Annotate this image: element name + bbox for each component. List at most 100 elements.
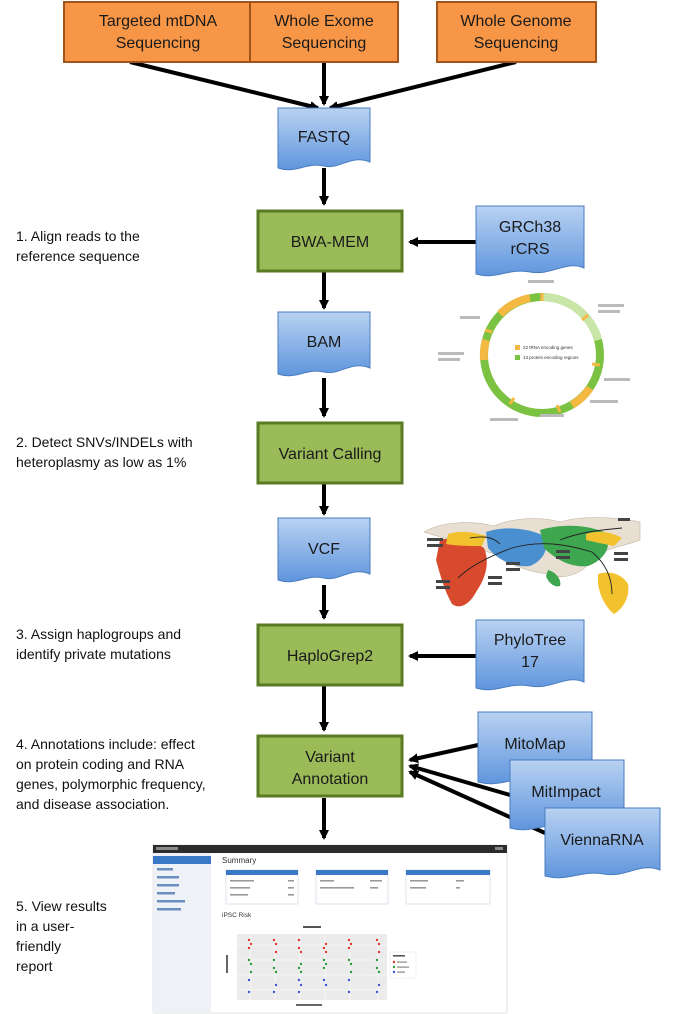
report-chart-dot <box>349 970 353 974</box>
report-chart-dot <box>274 942 278 946</box>
report-chart-dot <box>249 942 253 946</box>
report-chart-dot <box>322 946 326 950</box>
report-chart-dot <box>247 990 251 994</box>
report-chart-dot <box>299 970 303 974</box>
report-chart-dot <box>297 966 301 970</box>
file-bam-label: BAM <box>307 334 342 351</box>
report-chart-gridlines <box>237 934 387 1000</box>
report-chart-dot <box>375 966 379 970</box>
legend-protein-label: 13 protein encoding regions <box>523 355 579 360</box>
step-4-text: 4. Annotations include: effect on protei… <box>16 736 206 812</box>
report-chart-dot <box>324 950 328 954</box>
world-migration-map <box>423 517 641 614</box>
report-chart-dot <box>322 958 326 962</box>
file-documents: FASTQ BAM VCF <box>277 107 371 583</box>
report-chart-dot <box>322 966 326 970</box>
report-chart-dot <box>272 938 276 942</box>
report-summary-cards <box>225 869 491 905</box>
report-chart-points <box>247 938 381 994</box>
process-haplogrep-label: HaploGrep2 <box>287 648 373 665</box>
report-chart-dot <box>375 958 379 962</box>
report-topbar <box>153 845 507 853</box>
mito-region-labels <box>438 280 630 421</box>
report-chart-dot <box>347 946 351 950</box>
report-chart-dot <box>377 983 381 987</box>
report-chart-dot <box>299 962 303 966</box>
mito-tick-marks <box>484 293 601 413</box>
step-2-text: 2. Detect SNVs/INDELs with heteroplasmy … <box>16 434 193 470</box>
file-fastq: FASTQ <box>277 107 371 171</box>
migration-paths <box>457 527 623 595</box>
legend-rna-swatch <box>515 345 520 350</box>
report-summary-title: Summary <box>222 856 256 865</box>
report-chart-dot <box>347 958 351 962</box>
ref-viennarna-label: ViennaRNA <box>560 832 644 849</box>
report-chart-dot <box>272 966 276 970</box>
report-chart-dot <box>272 990 276 994</box>
report-chart-dot <box>324 942 328 946</box>
report-chart-dot <box>297 978 301 982</box>
report-chart-dot <box>247 978 251 982</box>
step-1-text: 1. Align reads to the reference sequence <box>16 228 140 264</box>
report-sidebar <box>153 853 211 1013</box>
report-chart-dot <box>377 942 381 946</box>
report-chart-dot <box>347 978 351 982</box>
legend-protein-swatch <box>515 355 520 360</box>
report-chart-dot <box>297 990 301 994</box>
ref-mitimpact-label: MitImpact <box>531 784 601 801</box>
report-sidebar-active <box>153 856 211 864</box>
report-chart-dot <box>377 970 381 974</box>
report-chart-dot <box>377 950 381 954</box>
report-chart-dot <box>347 990 351 994</box>
report-chart-dot <box>274 983 278 987</box>
ref-mitomap-label: MitoMap <box>504 736 565 753</box>
process-haplogrep2: HaploGrep2 <box>256 623 404 687</box>
file-vcf-label: VCF <box>308 541 340 558</box>
report-chart-dot <box>249 962 253 966</box>
report-chart-dot <box>375 938 379 942</box>
file-vcf: VCF <box>277 517 371 583</box>
step-3-text: 3. Assign haplogroups and identify priva… <box>16 626 182 662</box>
process-calling-label: Variant Calling <box>279 446 382 463</box>
report-chart-dot <box>347 938 351 942</box>
report-chart-dot <box>272 958 276 962</box>
report-chart-dot <box>322 978 326 982</box>
report-chart-dot <box>297 938 301 942</box>
report-screenshot: Summary iPSC Risk <box>152 844 508 1014</box>
process-bwa-label: BWA-MEM <box>291 234 370 251</box>
report-chart-dot <box>274 950 278 954</box>
report-chart-heading: iPSC Risk <box>222 912 252 919</box>
step-5-text: 5. View results in a user- friendly repo… <box>16 898 107 974</box>
arrow-targeted-to-fastq <box>129 60 320 111</box>
report-chart-dot <box>324 983 328 987</box>
report-chart-dot <box>249 970 253 974</box>
arrow-mitomap-to-annotation <box>408 743 479 764</box>
ref-viennarna: ViennaRNA <box>544 807 661 879</box>
process-variant-calling: Variant Calling <box>256 421 404 485</box>
mitochondrial-genome-map: 22 tRNA encoding genes 13 protein encodi… <box>438 280 630 421</box>
report-chart-dot <box>349 962 353 966</box>
report-sidebar-items <box>157 868 185 911</box>
report-chart-dot <box>247 946 251 950</box>
legend-rna-label: 22 tRNA encoding genes <box>523 345 574 350</box>
report-chart-dot <box>247 938 251 942</box>
report-chart-dot <box>375 990 379 994</box>
process-bwa-mem: BWA-MEM <box>256 209 404 273</box>
arrow-genome-to-fastq <box>328 60 517 111</box>
report-chart-dot <box>349 942 353 946</box>
report-chart-dot <box>299 983 303 987</box>
